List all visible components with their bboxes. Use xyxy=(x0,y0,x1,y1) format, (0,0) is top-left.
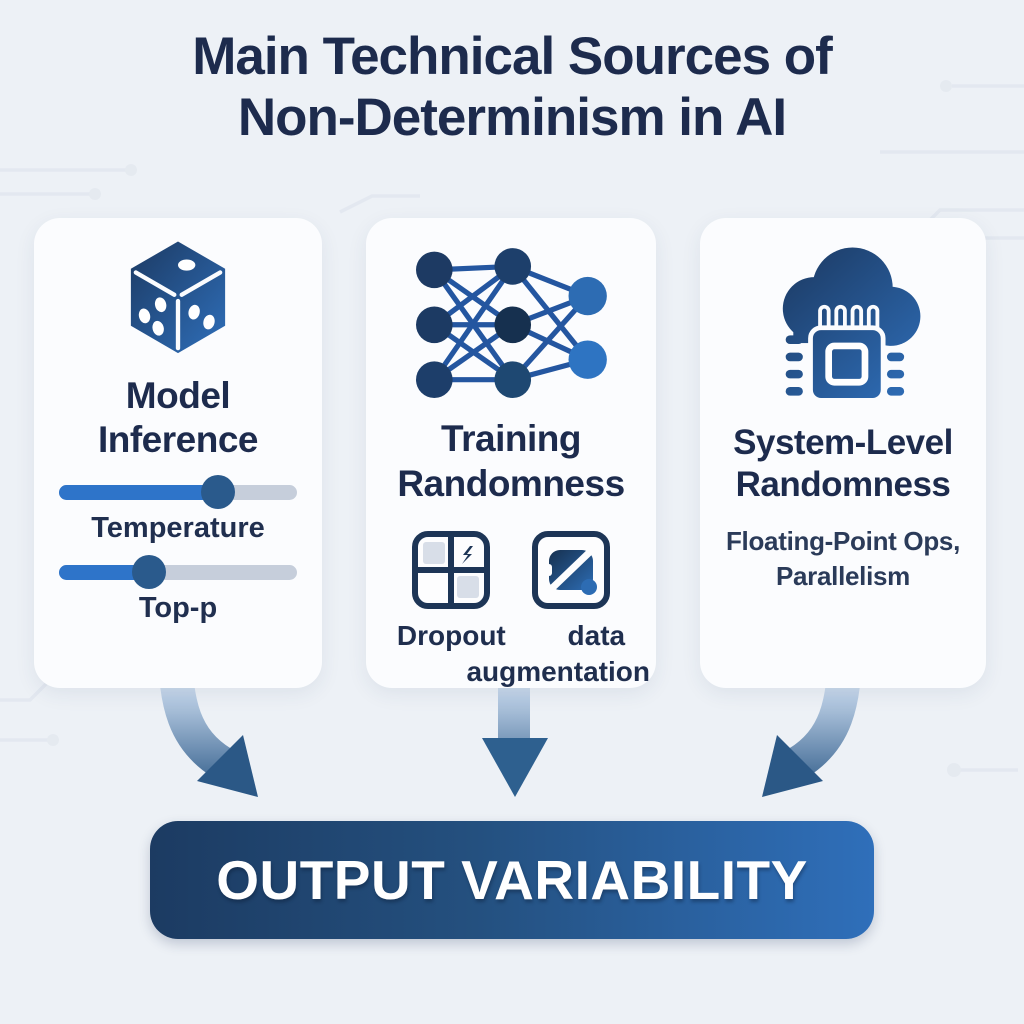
dropout-grid-icon xyxy=(412,531,490,609)
top-p-label: Top-p xyxy=(138,591,218,624)
cloud-chip-icon xyxy=(782,247,921,403)
card-title-line2: Randomness xyxy=(397,462,625,504)
system-level-subtitle: Floating-Point Ops, Parallelism xyxy=(726,524,960,594)
output-variability-banner: OUTPUT VARIABILITY xyxy=(150,821,874,939)
card-model-inference: Model Inference Temperature Top-p xyxy=(34,218,322,688)
temperature-slider-knob[interactable] xyxy=(201,474,236,509)
subtitle-line1: Floating-Point Ops, xyxy=(725,526,961,556)
dice-icon xyxy=(130,241,226,354)
data-augmentation-label-line2: augmentation xyxy=(466,656,650,687)
page-title-line1: Main Technical Sources of xyxy=(192,27,833,86)
sub-icon-labels: Dropout data xyxy=(366,620,656,652)
temperature-label: Temperature xyxy=(91,511,265,544)
neural-network-icon xyxy=(416,248,607,398)
card-title-line1: System-Level xyxy=(733,423,953,462)
top-p-slider-fill xyxy=(59,564,150,580)
temperature-slider[interactable] xyxy=(59,474,297,509)
output-variability-label: OUTPUT VARIABILITY xyxy=(216,849,808,911)
card-title-model-inference: Model Inference xyxy=(97,374,259,463)
data-augmentation-icon xyxy=(532,531,610,609)
card-title-line2: Randomness xyxy=(735,465,951,504)
page-title-line2: Non-Determinism in AI xyxy=(237,88,787,148)
card-title-line1: Training xyxy=(441,418,581,460)
card-title-line2: Inference xyxy=(97,419,259,461)
temperature-slider-track[interactable] xyxy=(59,474,297,509)
top-p-slider-track[interactable] xyxy=(59,554,297,589)
data-augmentation-label-line1: data xyxy=(567,620,626,651)
subtitle-line2: Parallelism xyxy=(775,561,910,592)
card-training-randomness: Training Randomness xyxy=(366,218,656,688)
temperature-slider-fill xyxy=(59,484,219,500)
card-system-level-randomness: System-Level Randomness Floating-Point O… xyxy=(700,218,986,688)
page-title: Main Technical Sources of Non-Determinis… xyxy=(0,26,1024,149)
card-title-training-randomness: Training Randomness xyxy=(397,417,625,506)
card-title-system-level: System-Level Randomness xyxy=(733,422,953,506)
card-title-line1: Model xyxy=(125,375,231,416)
dropout-label: Dropout xyxy=(396,620,506,651)
top-p-slider-knob[interactable] xyxy=(132,554,167,589)
top-p-slider[interactable] xyxy=(59,554,297,589)
